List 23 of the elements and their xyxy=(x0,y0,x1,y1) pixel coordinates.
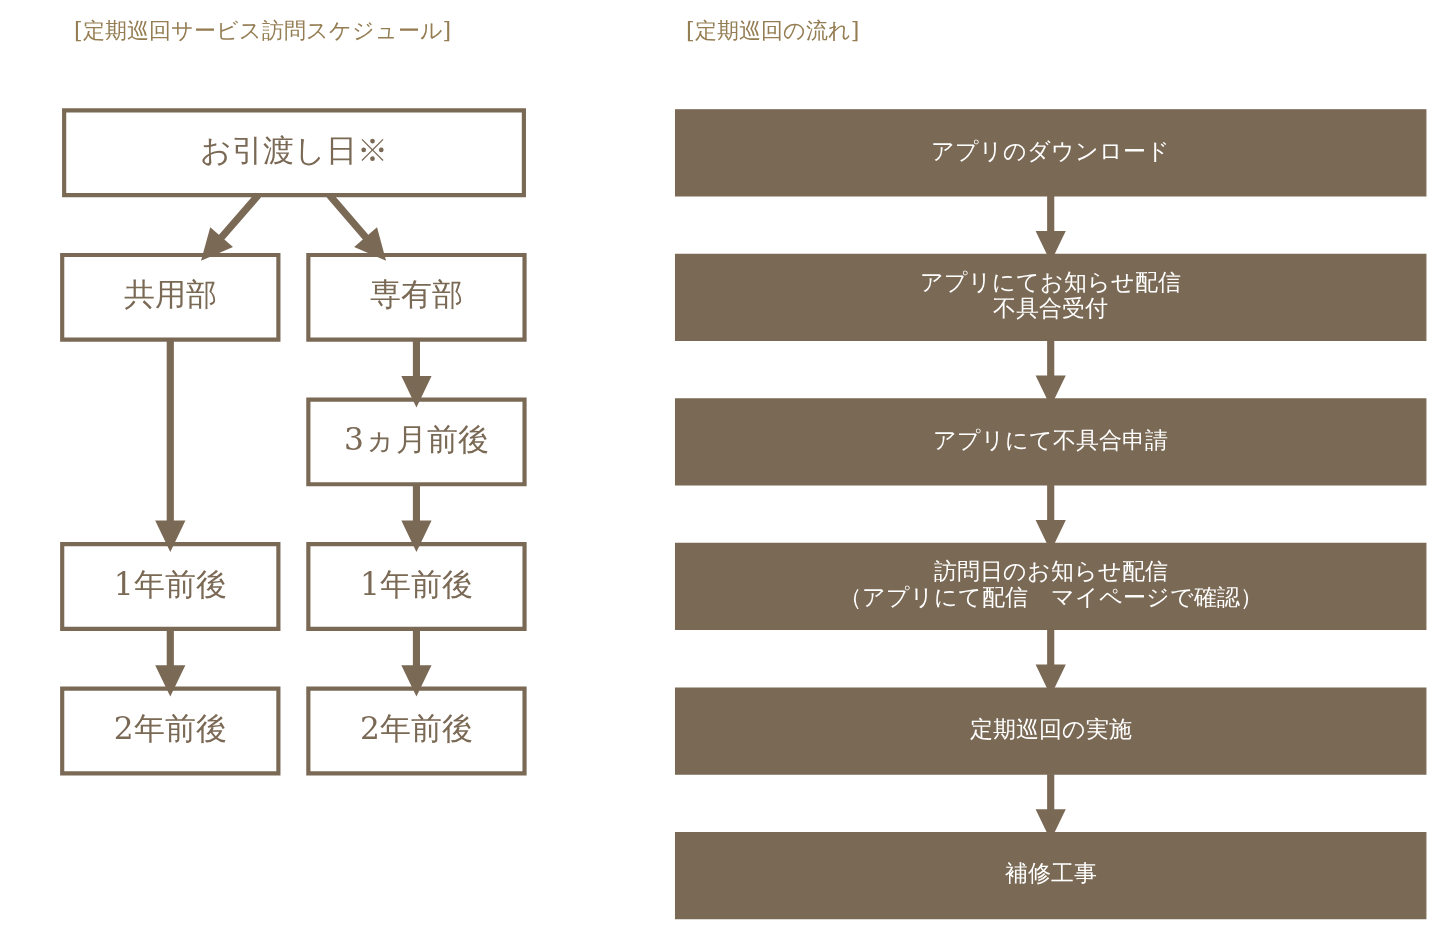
node-box: 定期巡回の実施 xyxy=(674,687,1426,775)
node-box: 1年前後 xyxy=(59,542,280,631)
node-box: 1年前後 xyxy=(305,542,527,631)
label: [定期巡回サービス訪問スケジュール] xyxy=(73,16,451,43)
node-box: アプリのダウンロード xyxy=(674,109,1426,197)
node-box: お引渡し日※ xyxy=(61,108,526,198)
node-box: 訪問日のお知らせ配信 （アプリにて配信 マイページで確認） xyxy=(674,542,1426,631)
arrow xyxy=(400,484,432,552)
node-box: アプリにてお知らせ配信 不具合受付 xyxy=(674,253,1426,341)
node-box: 2年前後 xyxy=(59,686,280,776)
node-box: 2年前後 xyxy=(305,686,527,776)
arrow xyxy=(400,628,432,697)
node-box: 共用部 xyxy=(59,252,280,342)
node-box: 補修工事 xyxy=(674,831,1426,920)
node-box: 3ヵ月前後 xyxy=(305,397,527,487)
arrow xyxy=(154,628,185,697)
label: [定期巡回の流れ] xyxy=(685,16,859,43)
node-box: アプリにて不具合申請 xyxy=(674,398,1426,486)
node-box: 専有部 xyxy=(305,252,527,342)
arrow xyxy=(400,339,432,408)
arrow xyxy=(200,192,261,261)
arrow xyxy=(154,339,185,552)
arrow xyxy=(326,192,386,261)
